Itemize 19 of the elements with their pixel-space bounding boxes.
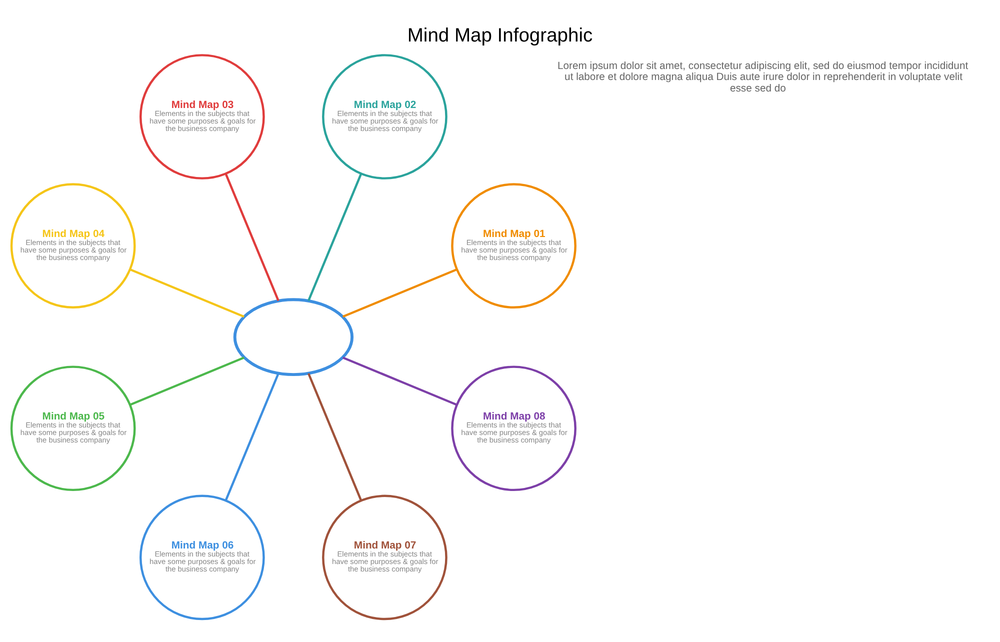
diagram-title: Mind Map Infographic [407,25,593,46]
node-circle: Mind Map 02 Elements in the subjects that have some purposes & goals for the business company [322,54,448,180]
node-ellipse [233,298,354,376]
node-circle: Mind Map 01 Elements in the subjects that have some purposes & goals for the business company [451,183,576,309]
connector [224,373,280,501]
connector [342,356,458,406]
node-circle: Mind Map 06 Elements in the subjects that have some purposes & goals for the business company [139,494,265,620]
node-circle: Mind Map 07 Elements in the subjects that have some purposes & goals for the business company [322,494,448,620]
node-circle: Mind Map 08 Elements in the subjects that have some purposes & goals for the business company [451,366,576,492]
connector [130,356,244,406]
connector [307,373,362,501]
connector [342,268,458,318]
node-circle: Mind Map 05 Elements in the subjects that have some purposes & goals for the business company [10,366,136,492]
label: Lorem ipsum dolor sit amet, consectetur adipiscing elit, sed do eiusmod tempor incididunt ut labore et dolore magna aliqua Duis aute irure dolor in reprehenderit in voluptate velit esse sed do [558,61,968,94]
connector [130,268,244,318]
node-circle: Mind Map 03 Elements in the subjects that have some purposes & goals for the business company [139,54,265,180]
connector [307,173,362,302]
connector [224,173,280,302]
node-circle: Mind Map 04 Elements in the subjects that have some purposes & goals for the business company [10,183,136,309]
